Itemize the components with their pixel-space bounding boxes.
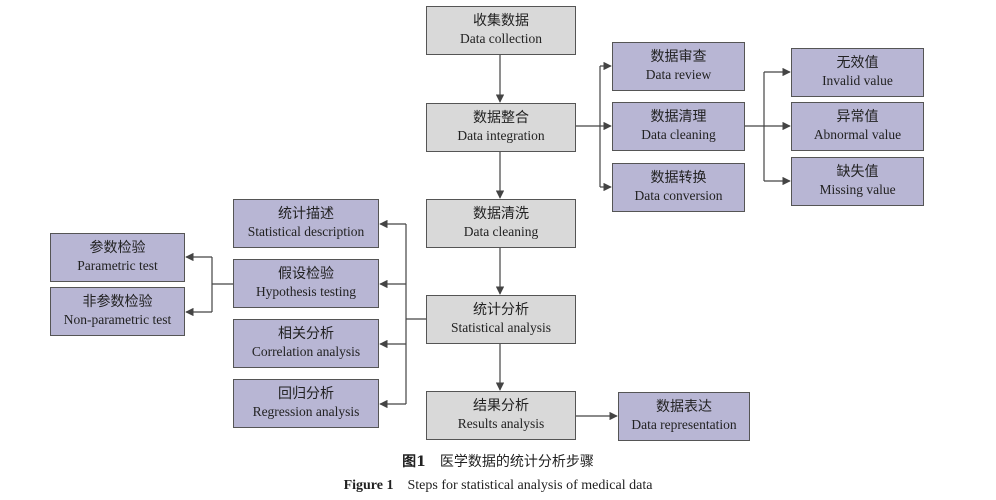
node-zh: 相关分析 xyxy=(278,326,334,343)
node-en: Correlation analysis xyxy=(251,343,361,359)
node-en: Statistical description xyxy=(247,223,365,239)
figure-caption-en: Figure 1 Steps for statistical analysis o… xyxy=(0,478,996,494)
node-zh: 非参数检验 xyxy=(82,294,153,311)
caption-label-en: Figure 1 xyxy=(343,478,394,493)
node-en: Regression analysis xyxy=(252,403,360,419)
node-en: Data conversion xyxy=(634,187,723,203)
node-statistical-description: 统计描述 Statistical description xyxy=(233,199,379,248)
node-data-representation: 数据表达 Data representation xyxy=(618,392,750,441)
node-data-collection: 收集数据 Data collection xyxy=(426,6,576,55)
node-zh: 数据清理 xyxy=(650,109,707,126)
node-zh: 无效值 xyxy=(836,55,879,72)
node-zh: 回归分析 xyxy=(278,386,334,403)
node-zh: 数据清洗 xyxy=(473,206,529,223)
node-zh: 统计分析 xyxy=(473,302,529,319)
node-parametric-test: 参数检验 Parametric test xyxy=(50,233,185,282)
node-en: Hypothesis testing xyxy=(255,283,357,299)
node-correlation-analysis: 相关分析 Correlation analysis xyxy=(233,319,379,368)
node-en: Results analysis xyxy=(457,415,545,431)
node-data-cleaning-sub: 数据清理 Data cleaning xyxy=(612,102,745,151)
node-non-parametric-test: 非参数检验 Non-parametric test xyxy=(50,287,185,336)
node-en: Abnormal value xyxy=(813,126,902,142)
node-en: Data integration xyxy=(457,127,545,143)
node-en: Invalid value xyxy=(822,72,893,88)
node-en: Data cleaning xyxy=(463,223,539,239)
node-zh: 数据审查 xyxy=(650,49,707,66)
node-hypothesis-testing: 假设检验 Hypothesis testing xyxy=(233,259,379,308)
node-zh: 数据转换 xyxy=(650,170,707,187)
node-data-integration: 数据整合 Data integration xyxy=(426,103,576,152)
node-en: Missing value xyxy=(819,181,896,197)
node-en: Data review xyxy=(645,66,712,82)
node-data-review: 数据审查 Data review xyxy=(612,42,745,91)
figure-caption-zh: 图1 医学数据的统计分析步骤 xyxy=(0,451,996,471)
node-regression-analysis: 回归分析 Regression analysis xyxy=(233,379,379,428)
node-en: Data cleaning xyxy=(641,126,716,142)
node-missing-value: 缺失值 Missing value xyxy=(791,157,924,206)
node-zh: 结果分析 xyxy=(473,398,529,415)
node-zh: 假设检验 xyxy=(278,266,334,283)
node-en: Data collection xyxy=(459,30,543,46)
node-en: Non-parametric test xyxy=(63,311,172,327)
node-zh: 统计描述 xyxy=(278,206,334,223)
node-zh: 数据表达 xyxy=(656,399,712,416)
node-abnormal-value: 异常值 Abnormal value xyxy=(791,102,924,151)
node-results-analysis: 结果分析 Results analysis xyxy=(426,391,576,440)
node-zh: 收集数据 xyxy=(473,13,529,30)
node-zh: 参数检验 xyxy=(89,240,146,257)
node-data-cleaning: 数据清洗 Data cleaning xyxy=(426,199,576,248)
node-zh: 缺失值 xyxy=(836,164,879,181)
caption-text-en: Steps for statistical analysis of medica… xyxy=(407,478,653,493)
caption-text-zh: 医学数据的统计分析步骤 xyxy=(439,454,594,470)
caption-label-zh: 图1 xyxy=(402,454,426,470)
node-data-conversion: 数据转换 Data conversion xyxy=(612,163,745,212)
node-en: Statistical analysis xyxy=(450,319,552,335)
node-en: Data representation xyxy=(631,416,737,432)
node-statistical-analysis: 统计分析 Statistical analysis xyxy=(426,295,576,344)
node-zh: 异常值 xyxy=(836,109,879,126)
node-invalid-value: 无效值 Invalid value xyxy=(791,48,924,97)
node-en: Parametric test xyxy=(77,257,158,273)
node-zh: 数据整合 xyxy=(473,110,529,127)
